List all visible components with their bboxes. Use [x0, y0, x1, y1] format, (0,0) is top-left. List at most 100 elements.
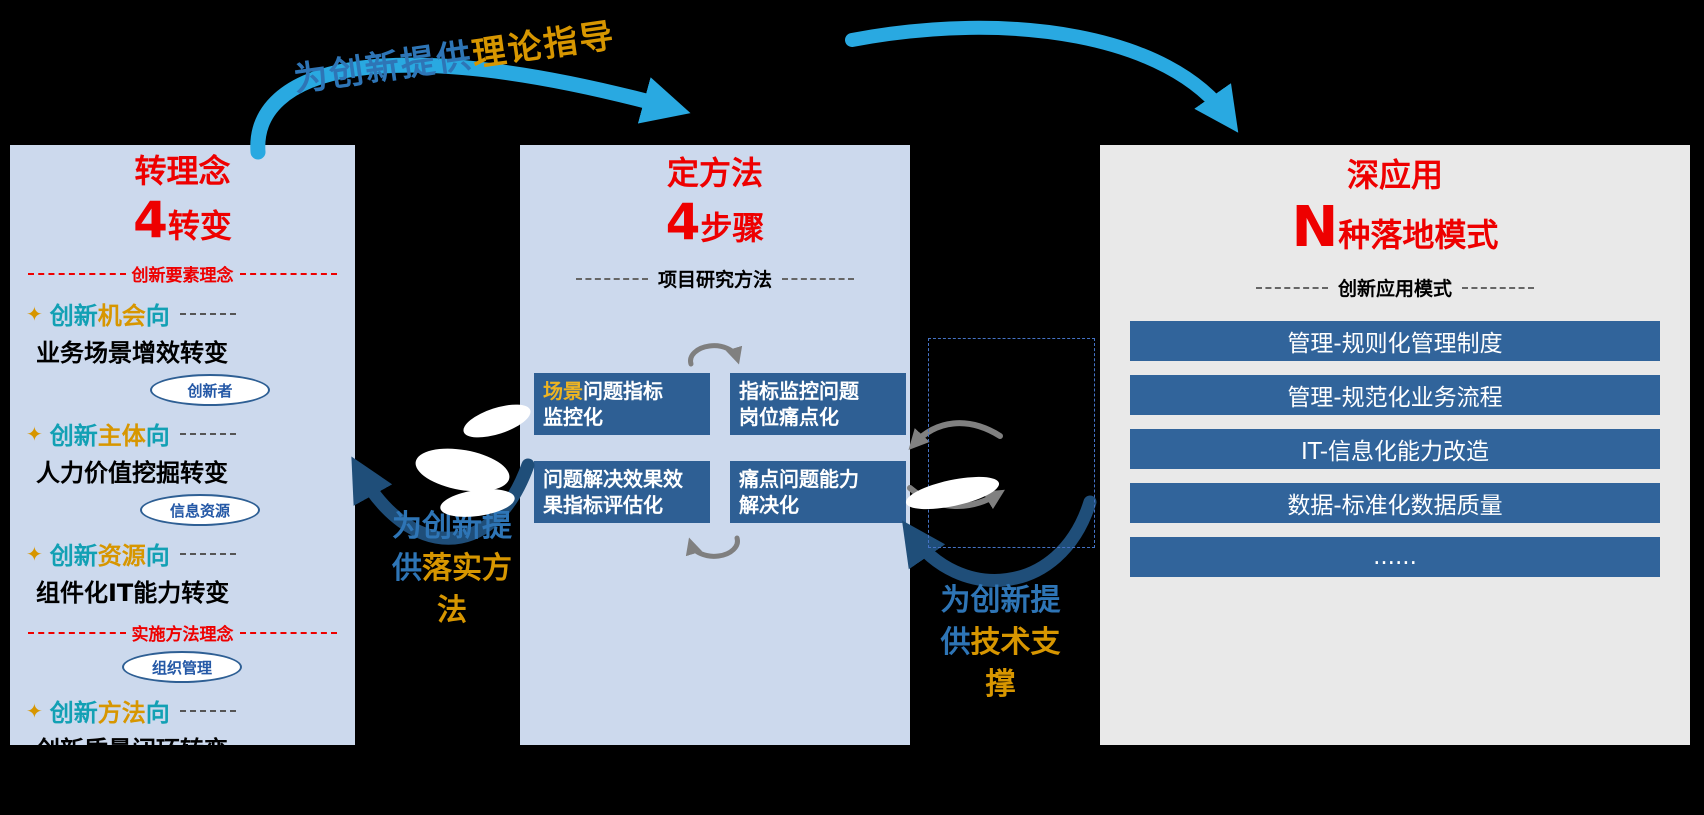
mode-bar-more: ......	[1130, 537, 1660, 578]
item-head-resource: ✦ 创新 资源 向	[22, 536, 343, 571]
box1-line1: 问题指标	[583, 379, 663, 403]
box4-line1: 痛点问题能力	[739, 467, 859, 491]
tech-arrow-label: 为创新提 供技术支 撑	[918, 580, 1083, 706]
middle-panel-subtitle: 4步骤	[530, 192, 900, 252]
mode-bars: 管理-规则化管理制度 管理-规范化业务流程 IT-信息化能力改造 数据-标准化数…	[1110, 321, 1680, 578]
step-box-effect-evaluation: 问题解决效果效 果指标评估化	[534, 461, 710, 523]
separator-innovation-elements: 创新要素理念	[22, 261, 343, 286]
method-label-line3: 法	[372, 590, 532, 632]
theory-label-blue-part: 为创新提供	[291, 35, 476, 101]
item-head-method: ✦ 创新 方法 向	[22, 693, 343, 728]
box3-line2: 果指标评估化	[543, 493, 663, 517]
method-label-line3-text: 法	[437, 593, 467, 628]
red-dashed-line	[28, 631, 126, 634]
box4-line2: 解决化	[739, 493, 799, 517]
item1-body: 人力价值挖掘转变	[36, 459, 228, 488]
right-subtitle-number: N	[1291, 194, 1339, 260]
dashed-connector-box	[928, 338, 1095, 548]
mode-bar-standard-process: 管理-规范化业务流程	[1130, 375, 1660, 416]
middle-panel-title: 定方法	[666, 154, 763, 192]
dashed-line	[782, 277, 854, 280]
right-subtitle-text: 种落地模式	[1338, 215, 1499, 254]
step-box-indicator-painpoint: 指标监控问题 岗位痛点化	[730, 373, 906, 435]
separator2-label: 实施方法理念	[131, 625, 234, 646]
middle-caption-row: 项目研究方法	[530, 265, 900, 292]
theory-label-gold-part: 理论指导	[469, 15, 618, 76]
item0-suffix: 向	[145, 302, 170, 331]
dashed-line	[575, 277, 648, 280]
method-label-line2: 供落实方	[372, 548, 532, 590]
step-box-painpoint-solving: 痛点问题能力 解决化	[730, 461, 906, 523]
star-bullet-icon: ✦	[26, 698, 43, 723]
dash-line	[179, 312, 236, 315]
theory-arrow-right-segment	[845, 20, 1239, 133]
method-arrow-label: 为创新提 供落实方 法	[372, 506, 532, 632]
dashed-line	[1255, 286, 1328, 289]
right-panel-subtitle: N种落地模式	[1110, 194, 1680, 260]
tech-label-line2-gold: 技术支	[970, 625, 1061, 660]
left-subtitle-text: 转变	[167, 206, 232, 245]
star-bullet-icon: ✦	[26, 541, 43, 566]
theory-arrow-label: 为创新提供理论指导	[290, 8, 618, 102]
oval-information-resource: 信息资源	[140, 494, 260, 527]
item2-highlight: 资源	[97, 542, 146, 571]
right-panel-title: 深应用	[1346, 156, 1443, 194]
dash-line	[179, 432, 236, 435]
item2-suffix: 向	[145, 542, 170, 571]
dash-line	[179, 709, 236, 712]
red-dashed-line	[28, 272, 126, 275]
star-bullet-icon: ✦	[26, 301, 43, 326]
item-head-subject: ✦ 创新 主体 向	[22, 416, 343, 451]
panel-applications: 深应用 N种落地模式 创新应用模式 管理-规则化管理制度 管理-规范化业务流程 …	[1100, 145, 1690, 745]
tech-label-line3-text: 撑	[985, 667, 1016, 702]
left-panel-title: 转理念	[134, 152, 231, 190]
separator-implementation-method: 实施方法理念	[22, 620, 343, 645]
oval-organization-management: 组织管理	[122, 651, 242, 684]
middle-subtitle-number: 4	[665, 192, 701, 251]
left-subtitle-number: 4	[133, 190, 168, 249]
left-panel-subtitle: 4转变	[22, 190, 343, 250]
method-label-line2-gold: 落实方	[422, 551, 512, 586]
item3-highlight: 方法	[97, 699, 146, 728]
mode-bar-it-capability: IT-信息化能力改造	[1130, 429, 1660, 470]
box1-highlight: 场景	[543, 379, 583, 403]
method-label-line2-blue: 供	[392, 551, 422, 586]
red-dashed-line	[239, 272, 337, 275]
item2-body: 组件化IT能力转变	[36, 579, 230, 608]
box2-line2: 岗位痛点化	[739, 405, 839, 429]
item3-prefix: 创新	[49, 699, 98, 728]
item0-highlight: 机会	[97, 302, 146, 331]
item0-prefix: 创新	[49, 302, 98, 331]
tech-label-line1: 为创新提	[918, 580, 1083, 622]
item1-prefix: 创新	[49, 422, 98, 451]
dash-line	[179, 552, 236, 555]
mode-bar-data-quality: 数据-标准化数据质量	[1130, 483, 1660, 524]
red-dashed-line	[239, 631, 337, 634]
item3-suffix: 向	[145, 699, 170, 728]
item1-highlight: 主体	[97, 422, 146, 451]
box1-line2: 监控化	[543, 405, 603, 429]
right-caption-row: 创新应用模式	[1110, 274, 1680, 301]
oval-innovator: 创新者	[150, 374, 270, 407]
item2-prefix: 创新	[49, 542, 98, 571]
box2-line1: 指标监控问题	[739, 379, 859, 403]
tech-label-line2-blue: 供	[940, 625, 971, 660]
separator1-label: 创新要素理念	[131, 266, 234, 287]
step-box-scene-monitoring: 场景问题指标 监控化	[534, 373, 710, 435]
tech-label-line2: 供技术支	[918, 622, 1083, 664]
box3-line1: 问题解决效果效	[543, 467, 683, 491]
middle-caption: 项目研究方法	[657, 269, 772, 292]
panel-concepts: 转理念 4转变 创新要素理念 ✦ 创新 机会 向 业务场景增效转变 创新者 ✦ …	[10, 145, 355, 745]
tech-label-line3: 撑	[918, 664, 1083, 706]
item-head-opportunity: ✦ 创新 机会 向	[22, 296, 343, 331]
item1-suffix: 向	[145, 422, 170, 451]
right-caption: 创新应用模式	[1337, 278, 1452, 301]
item3-body: 创新质量闭环转变	[36, 730, 343, 745]
dashed-line	[1462, 286, 1534, 289]
star-bullet-icon: ✦	[26, 421, 43, 446]
panel-methods: 定方法 4步骤 项目研究方法 场景问题指标 监控化 指标监控问题 岗位痛点化 问…	[520, 145, 910, 745]
mode-bar-rule-management: 管理-规则化管理制度	[1130, 321, 1660, 362]
tech-label-line1-text: 为创新提	[940, 583, 1061, 618]
item0-body: 业务场景增效转变	[36, 339, 228, 368]
